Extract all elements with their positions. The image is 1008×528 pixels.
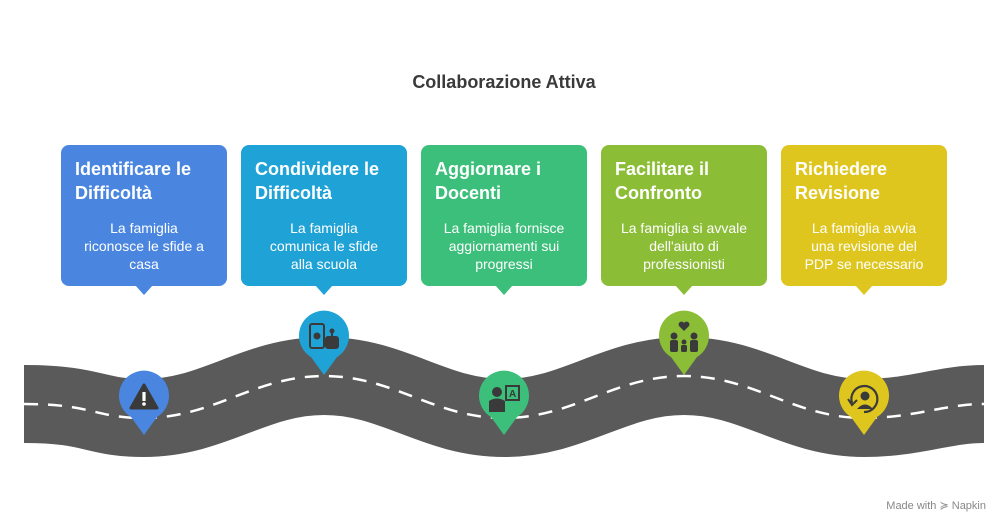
step-description: La famiglia comunica le sfide alla scuol… <box>269 220 379 272</box>
review-person-icon <box>847 384 879 414</box>
step-description: La famiglia fornisce aggiornamenti sui p… <box>443 220 565 272</box>
step-card-5: Richiedere Revisione La famiglia avvia u… <box>781 145 947 295</box>
marker-5 <box>839 370 889 435</box>
svg-text:A: A <box>509 389 516 400</box>
card-pointer <box>855 285 873 295</box>
napkin-watermark: Made with ≽ Napkin <box>886 500 986 512</box>
step-card-3: Aggiornare i Docenti La famiglia fornisc… <box>421 145 587 295</box>
step-description: La famiglia riconosce le sfide a casa <box>84 220 204 272</box>
card-pointer <box>495 285 513 295</box>
teacher-board-icon: A <box>489 385 520 412</box>
marker-2 <box>299 310 349 375</box>
step-title: Facilitare il Confronto <box>615 159 710 203</box>
step-card-2: Condividere le Difficoltà La famiglia co… <box>241 145 407 295</box>
step-title: Aggiornare i Docenti <box>435 159 542 203</box>
step-description: La famiglia si avvale dell'aiuto di prof… <box>620 220 748 272</box>
step-card-1: Identificare le Difficoltà La famiglia r… <box>61 145 227 295</box>
step-title: Identificare le Difficoltà <box>75 159 192 203</box>
step-card-4: Facilitare il Confronto La famiglia si a… <box>601 145 767 295</box>
marker-4 <box>659 310 709 375</box>
marker-3: A <box>479 370 529 435</box>
step-description: La famiglia avvia una revisione del PDP … <box>804 220 924 272</box>
card-pointer <box>315 285 333 295</box>
diagram-title: Collaborazione Attiva <box>412 72 596 92</box>
card-pointer <box>675 285 693 295</box>
card-pointer <box>135 285 153 295</box>
phone-robot-icon <box>309 323 339 349</box>
step-title: Richiedere Revisione <box>795 159 888 203</box>
family-heart-icon <box>670 321 698 352</box>
step-title: Condividere le Difficoltà <box>255 159 380 203</box>
warning-icon <box>129 383 159 410</box>
marker-1 <box>119 370 169 435</box>
